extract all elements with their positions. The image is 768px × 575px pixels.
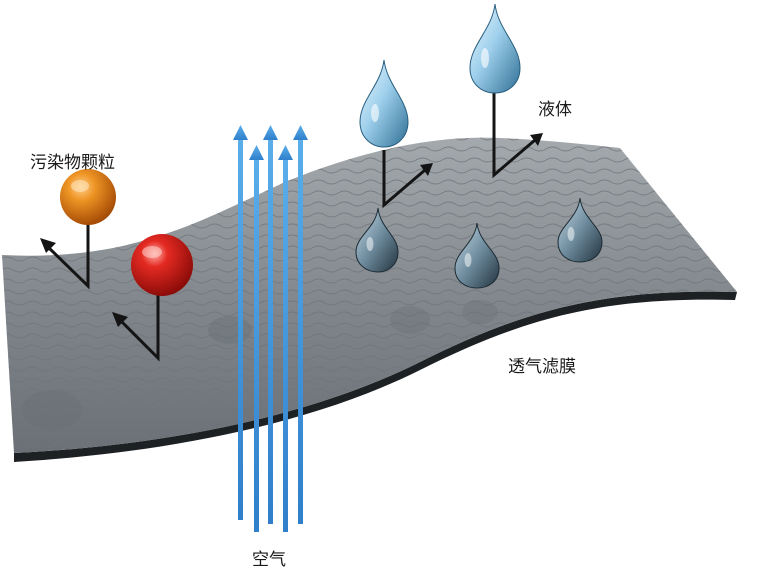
air-arrow (249, 145, 264, 532)
pollutant-particle-red (131, 234, 193, 296)
membrane-stain (462, 300, 498, 324)
air-arrows (233, 125, 308, 532)
liquid-droplet-resting (454, 222, 500, 289)
air-arrow (233, 125, 248, 520)
membrane-stain (390, 306, 430, 334)
liquid-droplet-resting (557, 197, 603, 263)
liquid-droplet-falling (469, 3, 521, 94)
pollutant-particle-orange (60, 169, 116, 225)
label-breathable-membrane: 透气滤膜 (508, 357, 576, 377)
liquid-droplet-falling (359, 59, 409, 148)
air-arrow (293, 125, 308, 524)
air-arrow (263, 125, 278, 524)
liquid-droplet-resting (355, 207, 399, 273)
membrane-texture (2, 137, 737, 453)
deflect-arrow-droplet-1 (382, 150, 426, 209)
membrane-stain (22, 390, 82, 430)
particle-deflect-arrows (40, 222, 160, 362)
label-pollutant-particles: 污染物颗粒 (30, 153, 115, 173)
label-air: 空气 (252, 550, 286, 570)
air-arrow (278, 145, 293, 532)
deflect-arrow-droplet-2 (492, 92, 536, 179)
deflect-arrow-orange (46, 222, 90, 290)
membrane-stain (208, 316, 252, 344)
label-liquid: 液体 (538, 100, 572, 120)
deflect-arrow-red (118, 290, 160, 362)
